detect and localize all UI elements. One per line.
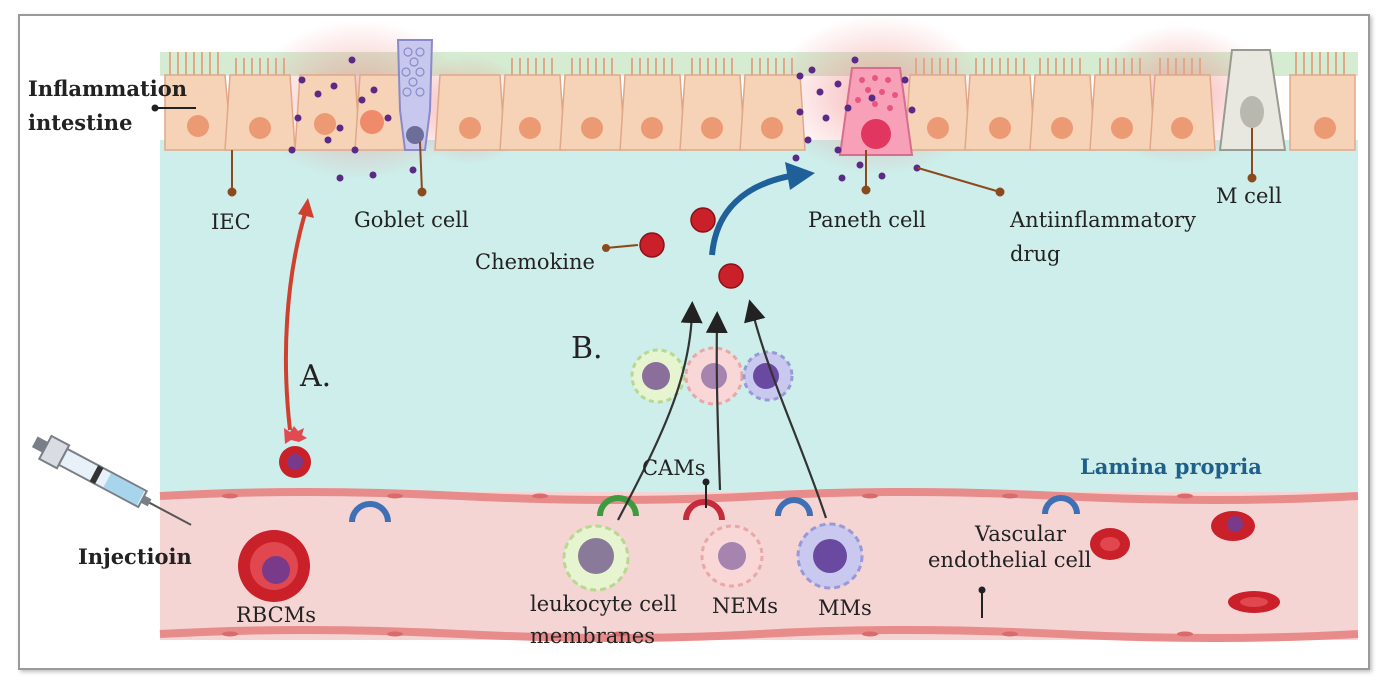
label-leukocyte-line1: leukocyte cell — [530, 592, 677, 616]
goblet-cell — [396, 39, 434, 151]
label-paneth-cell: Paneth cell — [808, 208, 926, 232]
label-injection: Injectioin — [78, 544, 192, 569]
route-b-arrows — [617, 299, 828, 521]
label-antiinflammatory-line2: drug — [1010, 242, 1061, 266]
red-blood-cells — [238, 511, 1280, 613]
label-vascular-line1: Vascular — [975, 522, 1067, 546]
label-nems: NEMs — [712, 594, 778, 618]
migration-arrow — [709, 162, 815, 256]
antiinflammatory-drug-particles — [288, 56, 921, 182]
rbcm-nanoparticle — [279, 426, 311, 478]
label-route-a: A. — [300, 359, 332, 394]
chemokines — [639, 207, 744, 289]
label-inflammation-line2: intestine — [28, 110, 133, 135]
label-goblet-cell: Goblet cell — [354, 208, 469, 232]
cam-receptors — [349, 495, 1080, 523]
label-rbcms: RBCMs — [236, 603, 316, 627]
label-cams: CAMs — [642, 456, 706, 480]
paneth-cell — [838, 67, 914, 156]
label-chemokine: Chemokine — [475, 250, 595, 274]
m-cell — [1218, 49, 1287, 151]
inflammation-pointer — [151, 104, 196, 112]
label-iec: IEC — [211, 210, 251, 234]
label-inflammation-line1: Inflammation — [28, 76, 187, 101]
label-lamina-propria: Lamina propria — [1080, 454, 1262, 479]
syringe-icon — [31, 434, 192, 526]
label-antiinflammatory-line1: Antiinflammatory — [1010, 208, 1196, 232]
label-m-cell: M cell — [1216, 184, 1282, 208]
vascular-pointer — [978, 586, 986, 618]
macrophage-in-vessel — [796, 522, 864, 590]
lamina-propria-region — [160, 140, 1358, 500]
label-mms: MMs — [818, 596, 872, 620]
leader-lines — [227, 128, 1257, 252]
inflamed-iec — [354, 74, 406, 151]
label-vascular-line2: endothelial cell — [928, 548, 1092, 572]
epithelial-cells — [164, 52, 1356, 151]
label-leukocyte-line2: membranes — [530, 624, 655, 648]
leukocyte-in-vessel — [562, 524, 630, 592]
route-a-arrow — [283, 198, 314, 431]
label-route-b: B. — [571, 331, 603, 366]
membrane-nanoparticles — [630, 346, 794, 406]
cams-pointer — [702, 478, 710, 508]
neutrophil-in-vessel — [700, 524, 764, 588]
